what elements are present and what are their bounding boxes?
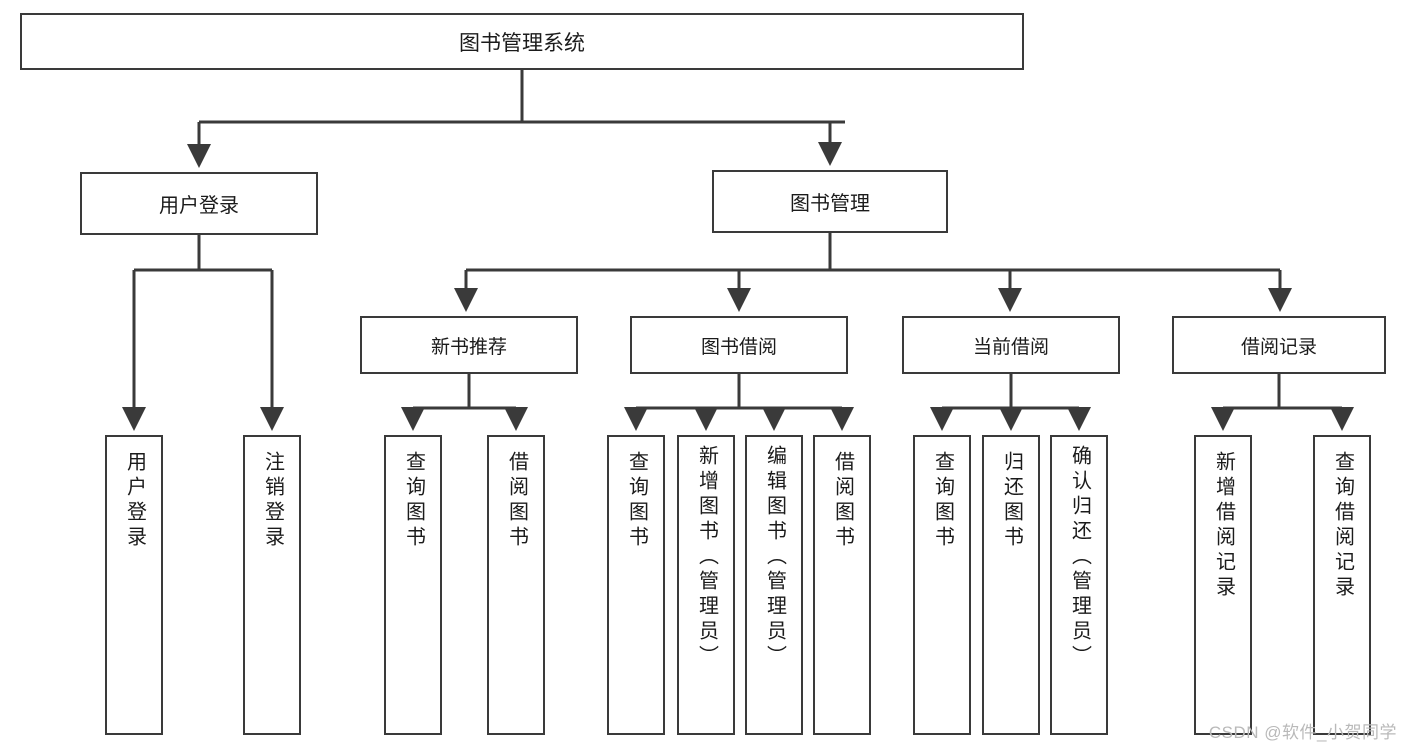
node-root[interactable]: 图书管理系统	[20, 13, 1024, 70]
node-leaf-confirm-return[interactable]: 确认归还（管理员）	[1050, 435, 1108, 735]
node-leaf-user-login-label: 用户登录	[123, 451, 146, 551]
node-leaf-query-book-3[interactable]: 查询图书	[913, 435, 971, 735]
node-book-manage-label: 图书管理	[790, 193, 870, 215]
node-leaf-query-record-label: 查询借阅记录	[1331, 451, 1354, 601]
node-root-label: 图书管理系统	[459, 31, 585, 55]
node-book-borrow[interactable]: 图书借阅	[630, 316, 848, 374]
node-leaf-edit-book-label: 编辑图书（管理员）	[763, 445, 786, 670]
node-leaf-query-book-2-label: 查询图书	[625, 451, 648, 551]
node-borrow-record[interactable]: 借阅记录	[1172, 316, 1386, 374]
node-leaf-add-record[interactable]: 新增借阅记录	[1194, 435, 1252, 735]
node-book-manage[interactable]: 图书管理	[712, 170, 948, 233]
node-leaf-query-book-1[interactable]: 查询图书	[384, 435, 442, 735]
node-leaf-logout-label: 注销登录	[261, 451, 284, 551]
node-leaf-add-book-label: 新增图书（管理员）	[695, 445, 718, 670]
node-user-login[interactable]: 用户登录	[80, 172, 318, 235]
node-leaf-add-book[interactable]: 新增图书（管理员）	[677, 435, 735, 735]
node-leaf-borrow-book-2[interactable]: 借阅图书	[813, 435, 871, 735]
node-leaf-edit-book[interactable]: 编辑图书（管理员）	[745, 435, 803, 735]
node-user-login-label: 用户登录	[159, 195, 239, 217]
node-leaf-confirm-return-label: 确认归还（管理员）	[1068, 445, 1091, 670]
node-leaf-add-record-label: 新增借阅记录	[1212, 451, 1235, 601]
node-leaf-borrow-book-2-label: 借阅图书	[831, 451, 854, 551]
node-leaf-return-book[interactable]: 归还图书	[982, 435, 1040, 735]
node-current-borrow-label: 当前借阅	[972, 336, 1049, 358]
node-leaf-query-book-3-label: 查询图书	[931, 451, 954, 551]
node-borrow-record-label: 借阅记录	[1240, 336, 1317, 358]
node-leaf-return-book-label: 归还图书	[1000, 451, 1023, 551]
node-leaf-query-book-2[interactable]: 查询图书	[607, 435, 665, 735]
node-leaf-logout[interactable]: 注销登录	[243, 435, 301, 735]
watermark: CSDN @软件_小贺同学	[1208, 723, 1397, 742]
node-book-borrow-label: 图书借阅	[700, 336, 777, 358]
node-leaf-query-book-1-label: 查询图书	[402, 451, 425, 551]
node-leaf-user-login[interactable]: 用户登录	[105, 435, 163, 735]
node-new-book-rec-label: 新书推荐	[430, 336, 507, 358]
node-new-book-rec[interactable]: 新书推荐	[360, 316, 578, 374]
node-current-borrow[interactable]: 当前借阅	[902, 316, 1120, 374]
node-leaf-borrow-book-1-label: 借阅图书	[505, 451, 528, 551]
node-leaf-borrow-book-1[interactable]: 借阅图书	[487, 435, 545, 735]
node-leaf-query-record[interactable]: 查询借阅记录	[1313, 435, 1371, 735]
